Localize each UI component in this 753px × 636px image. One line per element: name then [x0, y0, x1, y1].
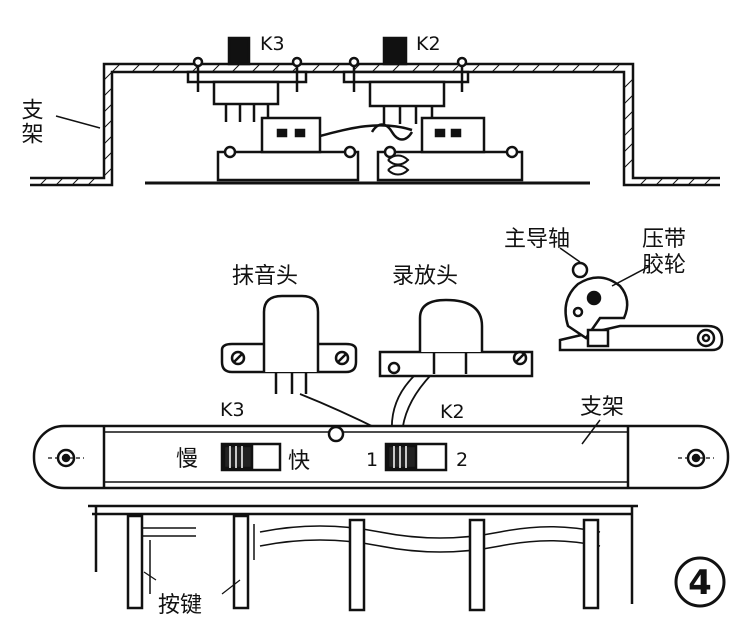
key-3 — [348, 518, 366, 612]
top-head-assembly — [216, 116, 524, 182]
guide-shaft-icon — [571, 261, 589, 279]
k3-switch-top — [186, 36, 308, 122]
svg-text:支架: 支架 — [580, 395, 624, 420]
figure-number-badge: 4 — [674, 556, 726, 608]
bracket-hatching — [39, 63, 712, 186]
rec-play-head — [378, 298, 534, 378]
slow-label: 慢 — [176, 447, 198, 472]
k3-mid-label: K3 — [220, 399, 245, 421]
pinch-roller-assembly — [558, 247, 724, 352]
pinch-roller-label-1: 压带 — [642, 227, 686, 252]
key-1 — [126, 514, 144, 610]
key-2 — [232, 514, 250, 610]
key-bank — [88, 504, 638, 612]
erase-head-label: 抹音头 — [232, 264, 298, 289]
k2-mid-label: K2 — [440, 401, 465, 423]
guide-shaft-label: 主导轴 — [504, 227, 570, 252]
key-5 — [582, 518, 600, 610]
k2-switch-top — [342, 36, 470, 124]
k2-knob — [382, 36, 408, 66]
k3-top-label: K3 — [260, 33, 285, 55]
fast-label: 快 — [288, 449, 310, 474]
figure-number: 4 — [688, 563, 712, 603]
top-bracket-section — [30, 62, 720, 187]
position-2-label: 2 — [456, 449, 468, 471]
position-1-label: 1 — [366, 449, 378, 471]
keys-label: 按键 — [158, 593, 202, 618]
bracket-top-label: 支架 — [18, 98, 101, 146]
k3-knob — [227, 36, 251, 66]
svg-text:支架: 支架 — [18, 98, 44, 146]
switch-bracket-bar — [32, 424, 730, 490]
k3-slide-switch — [220, 442, 282, 472]
k2-slide-switch — [384, 442, 448, 472]
pinch-roller-label-2: 胶轮 — [642, 253, 686, 278]
k2-top-label: K2 — [416, 33, 441, 55]
erase-head — [220, 294, 358, 394]
bracket-mid-label: 支架 — [580, 395, 624, 445]
rec-play-head-label: 录放头 — [392, 264, 458, 289]
key-4 — [468, 518, 486, 612]
